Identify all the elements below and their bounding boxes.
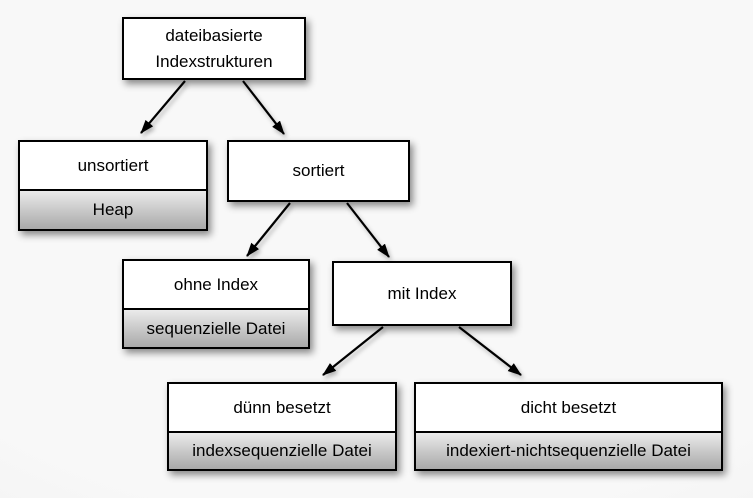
edge-mit-index-to-duenn-besetzt (322, 326, 384, 376)
node-label: unsortiert (77, 155, 149, 175)
edge-mit-index-to-dicht-besetzt (458, 326, 522, 376)
node-sublabel: indexiert-nichtsequenzielle Datei (416, 431, 721, 469)
node-sublabel: indexsequenzielle Datei (169, 431, 395, 469)
edge-sortiert-to-mit-index (346, 202, 390, 258)
node-mit-index: mit Index (332, 261, 512, 326)
node-label: dicht besetzt (520, 397, 617, 417)
node-dateibasierte-indexstrukturen: dateibasierte Indexstrukturen (122, 17, 306, 80)
node-dicht-besetzt: dicht besetzt indexiert-nichtsequenziell… (414, 382, 723, 471)
edge-root-to-unsortiert (140, 80, 186, 134)
edge-root-to-sortiert (242, 80, 285, 135)
edge-sortiert-to-ohne-index (246, 202, 291, 257)
node-unsortiert: unsortiert Heap (18, 140, 208, 231)
node-duenn-besetzt: dünn besetzt indexsequenzielle Datei (167, 382, 397, 471)
node-label: mit Index (387, 283, 457, 303)
node-ohne-index: ohne Index sequenzielle Datei (122, 259, 310, 349)
node-sublabel: sequenzielle Datei (124, 308, 308, 347)
node-label: dünn besetzt (233, 397, 331, 417)
node-sublabel: Heap (20, 189, 206, 229)
node-sortiert: sortiert (227, 140, 410, 202)
node-label: ohne Index (173, 274, 259, 294)
node-label: sortiert (292, 161, 345, 181)
node-label: dateibasierte Indexstrukturen (155, 26, 273, 71)
